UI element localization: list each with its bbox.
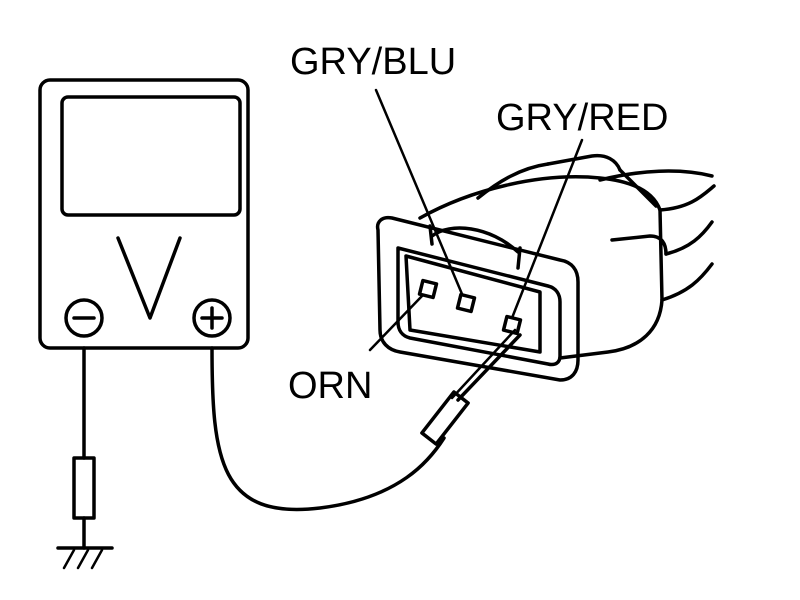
ground-probe [72, 456, 96, 520]
connector [375, 153, 716, 382]
positive-lead [210, 328, 522, 512]
ground-hatch [62, 548, 76, 570]
voltmeter-body [38, 78, 250, 350]
pin-orn [417, 278, 439, 300]
voltmeter [38, 78, 250, 350]
pin-gry-red [501, 314, 523, 336]
voltage-v-icon [116, 236, 182, 320]
pin-gry-blu [455, 292, 477, 314]
label-gry-blu: GRY/BLU [290, 41, 456, 83]
positive-probe [420, 390, 470, 446]
label-orn: ORN [288, 365, 372, 407]
negative-lead [56, 346, 114, 570]
leader-gry-blu [374, 88, 464, 296]
leader-gry-red [510, 138, 584, 320]
leader-orn [368, 294, 424, 352]
voltmeter-display [60, 95, 242, 217]
label-gry-red: GRY/RED [496, 97, 668, 139]
negative-terminal-icon [64, 298, 104, 338]
positive-terminal-icon [192, 298, 232, 338]
connector-face [375, 215, 580, 382]
